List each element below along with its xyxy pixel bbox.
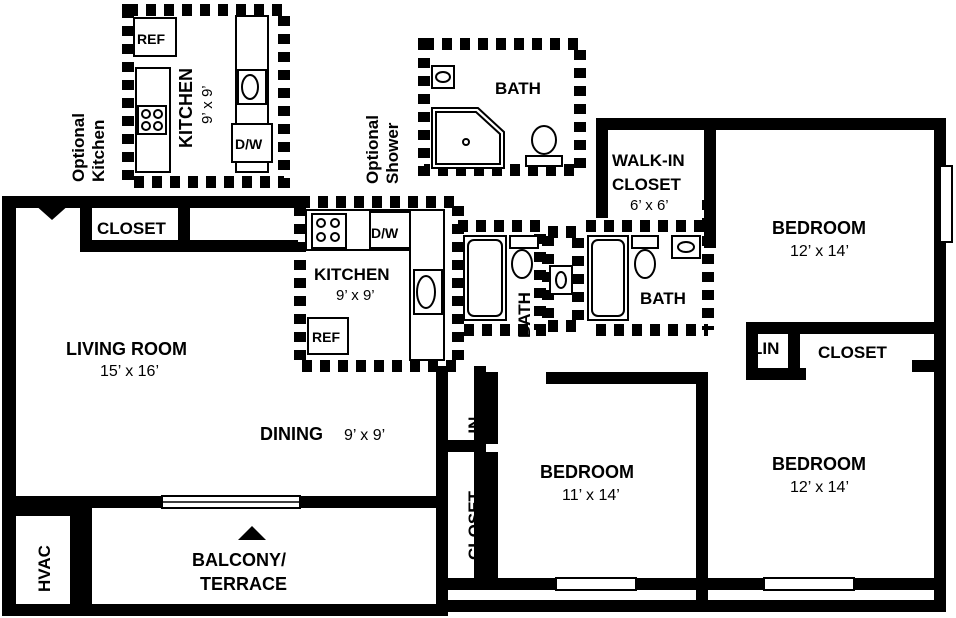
kitchen-dim: 9’ x 9’: [336, 287, 375, 304]
optional-shower-caption-1: Optional: [363, 115, 382, 184]
stove-icon: [137, 105, 167, 135]
optional-ref-label: REF: [137, 31, 165, 47]
living-room-dim: 15’ x 16’: [100, 363, 159, 380]
optional-kitchen-caption-2: Kitchen: [89, 120, 108, 182]
optional-shower-caption-2: Shower: [383, 122, 402, 184]
balcony-label-1: BALCONY/: [192, 550, 286, 570]
bedroom-1-label: BEDROOM: [772, 218, 866, 238]
optional-dw-label: D/W: [235, 136, 263, 152]
stove-icon: [311, 213, 347, 249]
balcony-label-2: TERRACE: [200, 574, 287, 594]
hvac-label: HVAC: [35, 545, 54, 592]
toilet-icon: [511, 249, 533, 279]
bedroom-1-dim: 12’ x 14’: [790, 243, 849, 260]
bedroom-3-label: BEDROOM: [772, 454, 866, 474]
kitchen-ref-label: REF: [312, 329, 340, 345]
bedroom-2-closet-label: CLOSET: [465, 490, 484, 560]
kitchen-dw-label: D/W: [371, 225, 399, 241]
toilet-icon: [531, 125, 557, 155]
entry-closet-label: CLOSET: [97, 219, 167, 238]
linen-2-label: LIN: [465, 417, 484, 444]
linen-1-label: LIN: [752, 339, 779, 358]
dishwasher-box: [231, 123, 273, 163]
entry-marker-icon: [34, 204, 70, 220]
ref-box: [133, 17, 177, 57]
dining-label: DINING: [260, 424, 323, 444]
walkin-closet-dim: 6’ x 6’: [630, 197, 669, 214]
bedroom-1-closet-label: CLOSET: [818, 343, 888, 362]
optional-shower-inset: [418, 38, 586, 176]
walkin-closet-label-1: WALK-IN: [612, 151, 685, 170]
bedroom-3-dim: 12’ x 14’: [790, 479, 849, 496]
optional-kitchen-dim: 9’ x 9’: [199, 85, 216, 124]
bath-area: [458, 200, 714, 336]
windows: [161, 165, 953, 591]
optional-bath-label: BATH: [495, 79, 541, 98]
living-room-label: LIVING ROOM: [66, 339, 187, 359]
bedroom-2-dim: 11’ x 14’: [562, 487, 620, 504]
balcony-marker-icon: [238, 526, 266, 540]
kitchen-label: KITCHEN: [314, 265, 390, 284]
optional-kitchen-label: KITCHEN: [176, 68, 196, 148]
walkin-closet-label-2: CLOSET: [612, 175, 682, 194]
optional-kitchen-caption-1: Optional: [69, 113, 88, 182]
bedroom-2-label: BEDROOM: [540, 462, 634, 482]
bath-2-label: BATH: [640, 289, 686, 308]
bath-vertical-label: BATH: [515, 292, 534, 338]
ref-box: [307, 317, 349, 355]
kitchen-area: [294, 196, 464, 372]
toilet-icon: [634, 249, 656, 279]
dining-dim: 9’ x 9’: [344, 427, 385, 444]
optional-kitchen-inset: [122, 4, 290, 188]
